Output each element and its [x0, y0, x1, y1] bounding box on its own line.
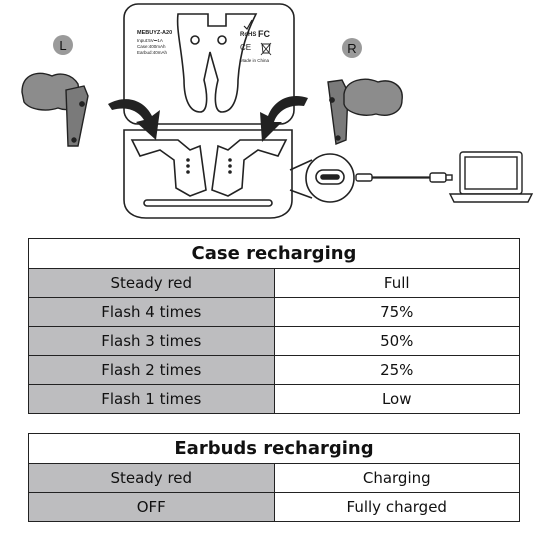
led-status-cell: OFF: [28, 492, 275, 522]
table-row: Flash 4 times 75%: [28, 297, 520, 327]
rohs-mark: RoHS: [240, 32, 256, 38]
table-row: Flash 1 times Low: [28, 384, 520, 414]
case-base: [123, 129, 293, 219]
battery-level-cell: 75%: [273, 297, 520, 327]
earbuds-recharging-title: Earbuds recharging: [28, 433, 520, 464]
charge-state-cell: Charging: [273, 463, 520, 493]
left-earbud-badge: L: [53, 35, 73, 55]
case-label-text: MEBUYZ-A20 Input:5V⎓1A Case:400mAh Earbu…: [137, 29, 270, 63]
rohs-check-icon: [243, 19, 253, 30]
led-status-cell: Flash 1 times: [28, 384, 275, 414]
charge-state-cell: Fully charged: [273, 492, 520, 522]
case-capacity-text: Case:400mAh: [137, 44, 166, 49]
left-earbud-icon: [21, 72, 89, 147]
battery-level-cell: Low: [273, 384, 520, 414]
table-row: OFF Fully charged: [28, 492, 520, 522]
ce-mark: CE: [240, 43, 251, 52]
led-status-cell: Steady red: [28, 268, 275, 298]
table-row: Steady red Full: [28, 268, 520, 298]
usb-port-callout: [289, 153, 355, 203]
battery-level-cell: 25%: [273, 355, 520, 385]
led-status-cell: Steady red: [28, 463, 275, 493]
case-lid: [123, 3, 295, 125]
earbud-capacity-text: Earbud:40mAh: [137, 50, 168, 55]
battery-level-cell: 50%: [273, 326, 520, 356]
table-row: Flash 3 times 50%: [28, 326, 520, 356]
recycle-bin-icon: [260, 42, 272, 56]
case-recharging-title: Case recharging: [28, 238, 520, 269]
led-status-cell: Flash 4 times: [28, 297, 275, 327]
case-led-dots: [186, 158, 232, 174]
led-status-cell: Flash 3 times: [28, 326, 275, 356]
fc-mark: FC: [258, 29, 270, 39]
insert-arrow-left-icon: [108, 99, 160, 140]
charging-illustration: L R MEBUYZ-A20 Input:5V⎓1A Case:400mAh E…: [21, 3, 534, 219]
left-label: L: [59, 38, 66, 53]
insert-arrow-right-icon: [260, 96, 308, 142]
led-status-cell: Flash 2 times: [28, 355, 275, 385]
made-in-text: Made in China: [240, 58, 270, 63]
right-earbud-badge: R: [342, 38, 362, 58]
earbuds-recharging-table: Earbuds recharging Steady red Charging O…: [28, 433, 520, 522]
table-row: Flash 2 times 25%: [28, 355, 520, 385]
usb-cable-icon: [355, 172, 453, 183]
right-earbud-icon: [327, 78, 403, 145]
table-row: Steady red Charging: [28, 463, 520, 493]
case-model-text: MEBUYZ-A20: [137, 30, 172, 36]
case-recharging-table: Case recharging Steady red Full Flash 4 …: [28, 238, 520, 414]
laptop-icon: [448, 151, 534, 203]
case-input-text: Input:5V⎓1A: [137, 38, 163, 43]
right-label: R: [347, 41, 356, 56]
battery-level-cell: Full: [273, 268, 520, 298]
